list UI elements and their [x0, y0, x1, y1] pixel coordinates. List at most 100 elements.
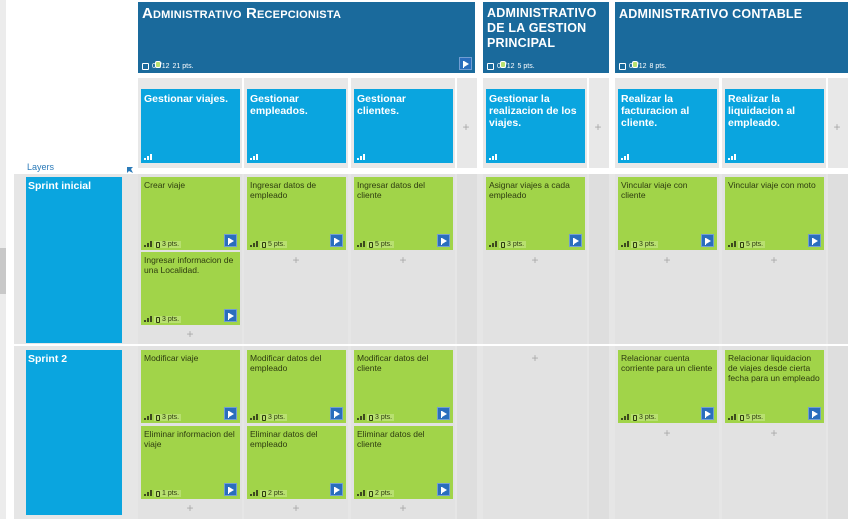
story-card[interactable]: Relacionar liquidacion de viajes desde c…	[725, 350, 824, 423]
flag-icon[interactable]	[701, 407, 714, 420]
pin-icon[interactable]	[126, 166, 134, 174]
activity-meta: 08/12 5 pts.	[487, 61, 535, 70]
story-title: Relacionar cuenta corriente para un clie…	[621, 353, 713, 373]
points-icon	[156, 414, 160, 421]
flag-icon[interactable]	[459, 57, 472, 70]
release-card[interactable]: Sprint inicial	[26, 177, 122, 343]
add-story-button[interactable]: +	[770, 253, 778, 267]
activity-points: 21 pts.	[172, 63, 194, 70]
add-story-button[interactable]: +	[292, 253, 300, 267]
story-card[interactable]: Asignar viajes a cada empleado 3 pts.	[486, 177, 585, 250]
flag-icon[interactable]	[437, 407, 450, 420]
priority-bars-icon	[489, 241, 497, 247]
add-task-button[interactable]: +	[594, 120, 602, 134]
story-title: Asignar viajes a cada empleado	[489, 180, 570, 200]
story-card[interactable]: Vincular viaje con moto 5 pts.	[725, 177, 824, 250]
calendar-icon	[619, 63, 626, 70]
add-story-button[interactable]: +	[186, 327, 194, 341]
flag-icon[interactable]	[437, 483, 450, 496]
priority-bars-icon	[144, 316, 152, 322]
points-icon	[369, 490, 373, 497]
task-card[interactable]: Gestionar la realizacion de los viajes.	[486, 89, 585, 163]
priority-bars-icon	[621, 154, 629, 160]
activity-card[interactable]: ADMINISTRATIVO DE LA GESTION PRINCIPAL 0…	[483, 2, 609, 73]
priority-bars-icon	[621, 414, 629, 420]
flag-icon[interactable]	[701, 234, 714, 247]
task-card[interactable]: Gestionar viajes.	[141, 89, 240, 163]
story-card[interactable]: Crear viaje 3 pts.	[141, 177, 240, 250]
left-scroll-thumb[interactable]	[0, 248, 6, 294]
story-card[interactable]: Eliminar datos del cliente 2 pts.	[354, 426, 453, 499]
story-card[interactable]: Eliminar datos del empleado 2 pts.	[247, 426, 346, 499]
flag-icon[interactable]	[569, 234, 582, 247]
release-title: Sprint inicial	[28, 180, 92, 192]
add-story-button[interactable]: +	[186, 501, 194, 515]
add-task-button[interactable]: +	[833, 120, 841, 134]
story-points: 3 pts.	[154, 414, 182, 421]
add-story-button[interactable]: +	[770, 426, 778, 440]
release-card[interactable]: Sprint 2	[26, 350, 122, 515]
story-points: 3 pts.	[631, 414, 659, 421]
points-icon	[156, 241, 160, 248]
points-icon	[740, 414, 744, 421]
story-card[interactable]: Eliminar informacion del viaje 1 pts.	[141, 426, 240, 499]
task-title: Realizar la liquidacion al empleado.	[728, 93, 796, 129]
story-cell-gap	[589, 174, 609, 344]
add-story-button[interactable]: +	[399, 501, 407, 515]
add-story-button[interactable]: +	[663, 253, 671, 267]
flag-icon[interactable]	[224, 483, 237, 496]
add-story-button[interactable]: +	[531, 351, 539, 365]
add-task-button[interactable]: +	[462, 120, 470, 134]
task-card[interactable]: Realizar la liquidacion al empleado.	[725, 89, 824, 163]
story-points: 3 pts.	[260, 414, 288, 421]
story-card[interactable]: Modificar datos del cliente 3 pts.	[354, 350, 453, 423]
add-story-button[interactable]: +	[663, 426, 671, 440]
task-card[interactable]: Gestionar empleados.	[247, 89, 346, 163]
flag-icon[interactable]	[224, 309, 237, 322]
flag-icon[interactable]	[224, 234, 237, 247]
story-title: Ingresar datos del cliente	[357, 180, 426, 200]
story-points: 3 pts.	[499, 241, 527, 248]
story-title: Vincular viaje con cliente	[621, 180, 688, 200]
task-add-column[interactable]	[457, 78, 477, 168]
task-title: Gestionar viajes.	[144, 93, 229, 105]
story-points: 5 pts.	[260, 241, 288, 248]
points-icon	[155, 61, 161, 68]
story-card[interactable]: Ingresar datos del cliente 5 pts.	[354, 177, 453, 250]
task-title: Gestionar la realizacion de los viajes.	[489, 93, 577, 129]
activity-card[interactable]: Administrativo Recepcionista 08/12 21 pt…	[138, 2, 475, 73]
story-card[interactable]: Modificar viaje 3 pts.	[141, 350, 240, 423]
story-points: 5 pts.	[367, 241, 395, 248]
flag-icon[interactable]	[330, 234, 343, 247]
story-card[interactable]: Modificar datos del empleado 3 pts.	[247, 350, 346, 423]
story-title: Eliminar datos del cliente	[357, 429, 425, 449]
flag-icon[interactable]	[437, 234, 450, 247]
calendar-icon	[487, 63, 494, 70]
task-title: Realizar la facturacion al cliente.	[621, 93, 690, 129]
priority-bars-icon	[144, 241, 152, 247]
points-icon	[156, 316, 160, 323]
story-points: 3 pts.	[367, 414, 395, 421]
flag-icon[interactable]	[224, 407, 237, 420]
story-title: Ingresar datos de empleado	[250, 180, 317, 200]
task-card[interactable]: Realizar la facturacion al cliente.	[618, 89, 717, 163]
story-card[interactable]: Vincular viaje con cliente 3 pts.	[618, 177, 717, 250]
points-icon	[369, 414, 373, 421]
story-cell-gap	[589, 346, 609, 519]
story-card[interactable]: Relacionar cuenta corriente para un clie…	[618, 350, 717, 423]
add-story-button[interactable]: +	[531, 253, 539, 267]
flag-icon[interactable]	[330, 407, 343, 420]
add-story-button[interactable]: +	[292, 501, 300, 515]
story-card[interactable]: Ingresar informacion de una Localidad. 3…	[141, 252, 240, 325]
flag-icon[interactable]	[808, 407, 821, 420]
task-add-column[interactable]	[828, 78, 848, 168]
add-story-button[interactable]: +	[399, 253, 407, 267]
task-card[interactable]: Gestionar clientes.	[354, 89, 453, 163]
flag-icon[interactable]	[808, 234, 821, 247]
story-card[interactable]: Ingresar datos de empleado 5 pts.	[247, 177, 346, 250]
story-points: 3 pts.	[154, 316, 182, 323]
task-add-column[interactable]	[589, 78, 609, 168]
story-cell-gap	[457, 346, 477, 519]
activity-card[interactable]: ADMINISTRATIVO CONTABLE 08/12 8 pts.	[615, 2, 848, 73]
flag-icon[interactable]	[330, 483, 343, 496]
